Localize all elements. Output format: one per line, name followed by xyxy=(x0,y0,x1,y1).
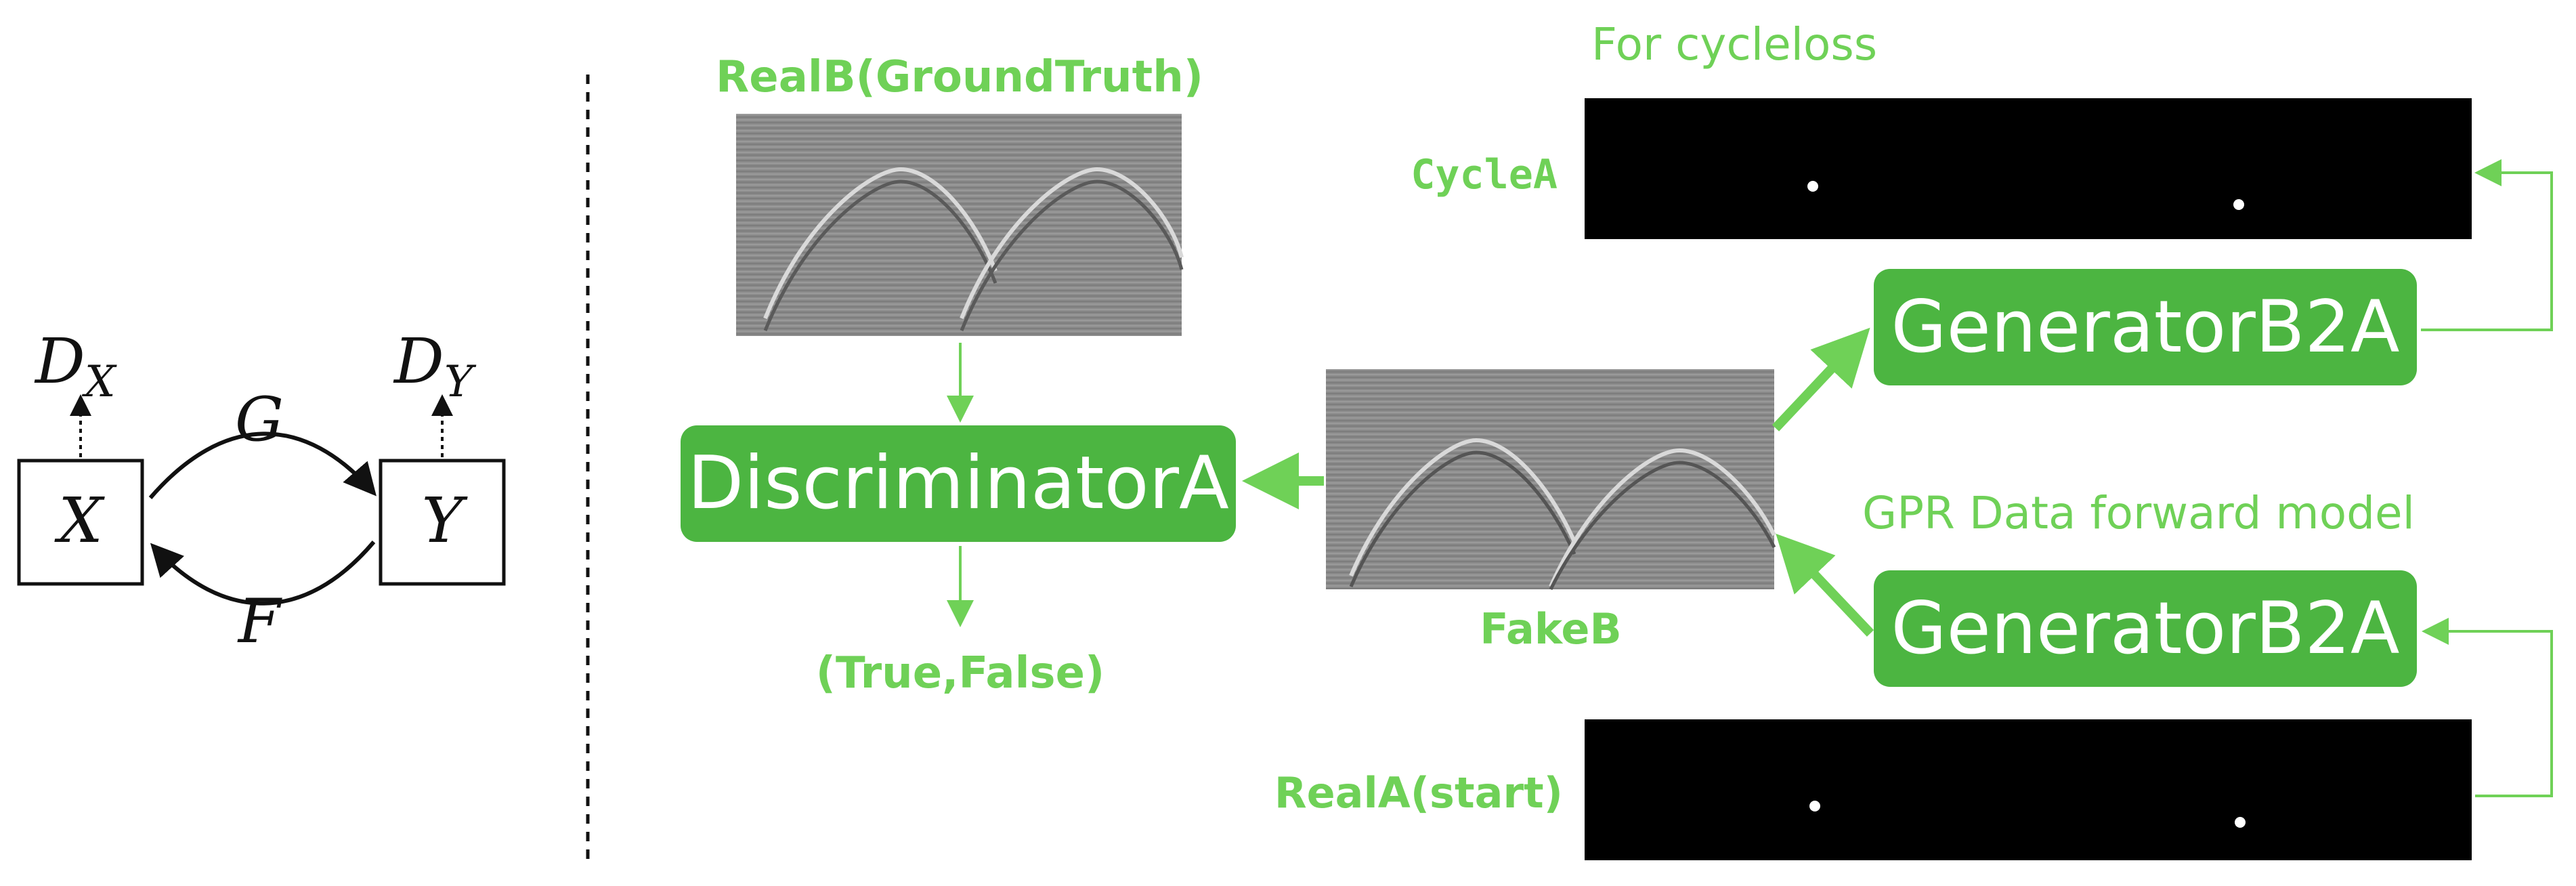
generator-bottom-box: GeneratorB2A xyxy=(1874,570,2417,687)
arrow-gen-top-to-cyclea xyxy=(2421,159,2553,331)
hyperbola-1-shadow xyxy=(763,180,997,331)
discriminator-a-box: DiscriminatorA xyxy=(681,425,1236,542)
cycle-title: For cycleloss xyxy=(1591,18,1877,70)
dy-base: D xyxy=(393,325,444,398)
cyclea-label: CycleA xyxy=(1411,151,1558,198)
reala-point-2 xyxy=(2235,817,2246,828)
realb-label: RealB(GroundTruth) xyxy=(716,52,1203,102)
hyperbola-2-shadow xyxy=(960,180,1184,331)
node-x-label: X xyxy=(54,484,105,557)
cyclea-point-1 xyxy=(1807,181,1818,192)
arrow-reala-to-gen-bottom xyxy=(2422,618,2553,797)
hyperbola-1 xyxy=(763,167,997,320)
generator-bottom-label: GeneratorB2A xyxy=(1891,587,2400,670)
cyclea-point-2 xyxy=(2233,199,2244,210)
node-x: X xyxy=(17,459,144,586)
reala-point-1 xyxy=(1809,801,1820,811)
fakeb-hyperbola-1 xyxy=(1349,438,1576,577)
fakeb-hyperbola-2 xyxy=(1549,448,1776,588)
discriminator-dx: D X xyxy=(34,325,117,457)
reala-image xyxy=(1585,719,2472,860)
mapping-g-label: G xyxy=(235,384,284,455)
node-y-label: Y xyxy=(422,484,469,557)
reala-label: RealA(start) xyxy=(1274,768,1563,818)
hyperbola-2 xyxy=(960,167,1184,320)
arrow-fakeb-to-gen-top xyxy=(1772,327,1870,431)
cyclea-image xyxy=(1585,98,2472,239)
generator-top-label: GeneratorB2A xyxy=(1891,285,2400,368)
fakeb-hyperbola-1-shadow xyxy=(1349,450,1576,587)
dx-sub: X xyxy=(81,357,117,407)
dx-base: D xyxy=(34,325,85,398)
mapping-g-arrow xyxy=(148,431,377,499)
dy-sub: Y xyxy=(444,357,477,407)
realb-image xyxy=(736,114,1184,336)
fakeb-hyperbola-2-shadow xyxy=(1549,461,1776,591)
arrow-gen-bottom-to-fakeb xyxy=(1776,533,1874,637)
mapping-f-label: F xyxy=(237,586,283,657)
node-y: Y xyxy=(379,459,506,586)
output-label: (True,False) xyxy=(816,648,1105,698)
generator-top-box: GeneratorB2A xyxy=(1874,269,2417,385)
mapping-f-arrow xyxy=(150,541,376,606)
forward-model-label: GPR Data forward model xyxy=(1862,487,2415,539)
fakeb-label: FakeB xyxy=(1480,604,1621,654)
fakeb-image xyxy=(1326,369,1776,591)
discriminator-a-label: DiscriminatorA xyxy=(687,441,1229,526)
discriminator-dy: D Y xyxy=(393,325,477,457)
cyclegan-schematic: X Y D X D Y G F xyxy=(17,325,506,657)
